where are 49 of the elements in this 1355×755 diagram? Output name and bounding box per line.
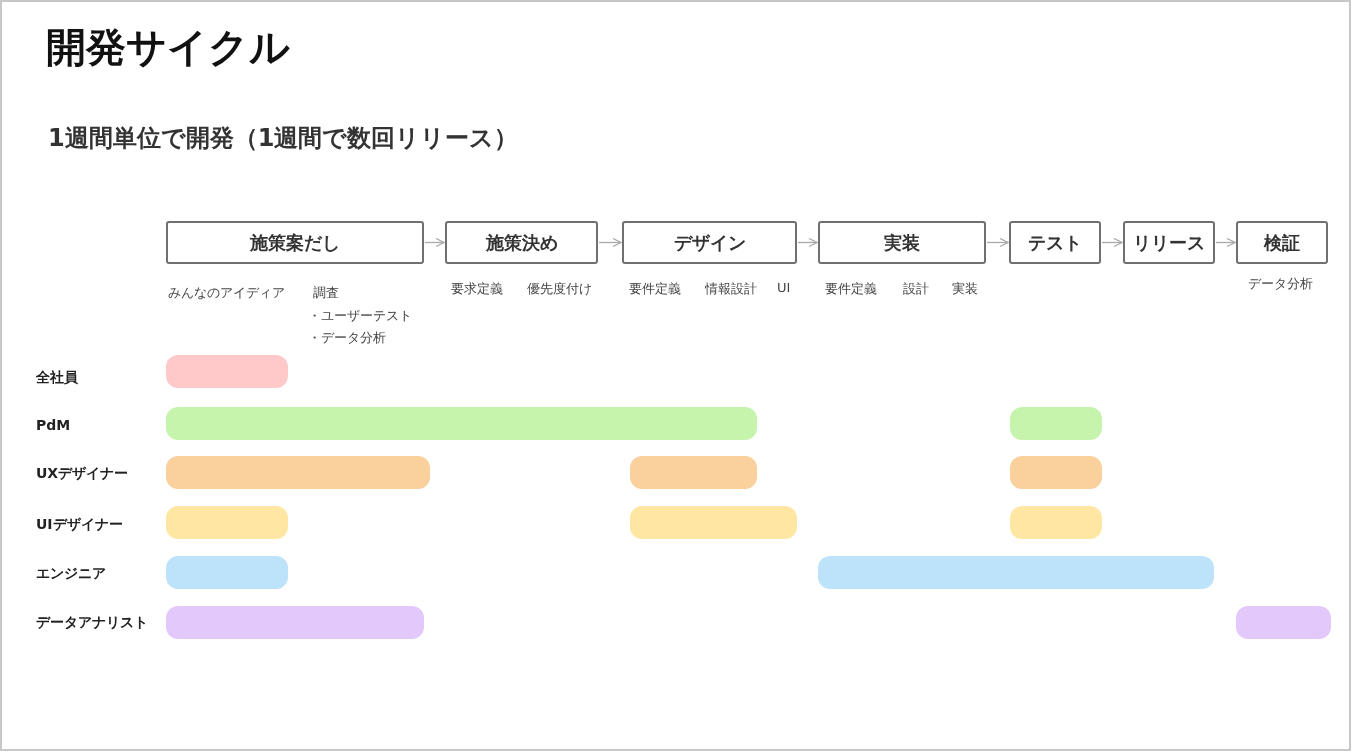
task-text: 優先度付け	[527, 280, 592, 298]
phase-box	[1009, 221, 1101, 264]
phase-title: 実装	[884, 230, 920, 255]
task-text: 要件定義	[825, 280, 877, 298]
role-bar	[630, 456, 757, 489]
task-text: 設計	[903, 280, 929, 298]
role-bar	[166, 456, 430, 489]
role-bar	[166, 407, 757, 440]
phase-title: テスト	[1028, 230, 1082, 255]
task-text: ・データ分析	[308, 329, 386, 347]
arrow	[797, 237, 818, 248]
row-label: データアナリスト	[36, 614, 148, 632]
row-label: エンジニア	[36, 565, 106, 583]
role-bar	[630, 506, 797, 539]
row-label: UXデザイナー	[36, 465, 129, 483]
task-text: データ分析	[1248, 275, 1313, 293]
role-bar	[1010, 456, 1102, 489]
task-text: 実装	[952, 280, 978, 298]
phase-title: デザイン	[673, 230, 746, 255]
role-bar	[166, 506, 288, 539]
phase-title: リリース	[1133, 230, 1205, 255]
task-text: 要求定義	[451, 280, 503, 298]
task-text: みんなのアイディア	[168, 284, 285, 302]
row-label: UIデザイナー	[36, 516, 123, 534]
arrow	[598, 237, 622, 248]
page-title: 開発サイクル	[46, 23, 290, 72]
row-label: 全社員	[36, 369, 78, 387]
phase-title: 施策決め	[485, 230, 558, 255]
subtitle: 1週間単位で開発（1週間で数回リリース）	[48, 123, 519, 154]
arrow	[1215, 237, 1236, 248]
phase-box	[1123, 221, 1215, 264]
role-bar	[166, 606, 424, 639]
arrow	[986, 237, 1009, 248]
task-text: ・ユーザーテスト	[308, 307, 412, 325]
role-bar	[1010, 506, 1102, 539]
task-text: UI	[777, 280, 791, 295]
task-text: 要件定義	[629, 280, 681, 298]
arrow	[1101, 237, 1123, 248]
role-bar	[166, 355, 288, 388]
task-text: 情報設計	[705, 280, 757, 298]
phase-title: 検証	[1264, 230, 1300, 255]
role-bar	[818, 556, 1214, 589]
role-bar	[1010, 407, 1102, 440]
phase-title: 施策案だし	[250, 230, 340, 255]
arrow	[424, 237, 445, 248]
role-bar	[166, 556, 288, 589]
row-label: PdM	[36, 417, 71, 433]
task-text: 調査	[313, 284, 339, 302]
role-bar	[1236, 606, 1331, 639]
